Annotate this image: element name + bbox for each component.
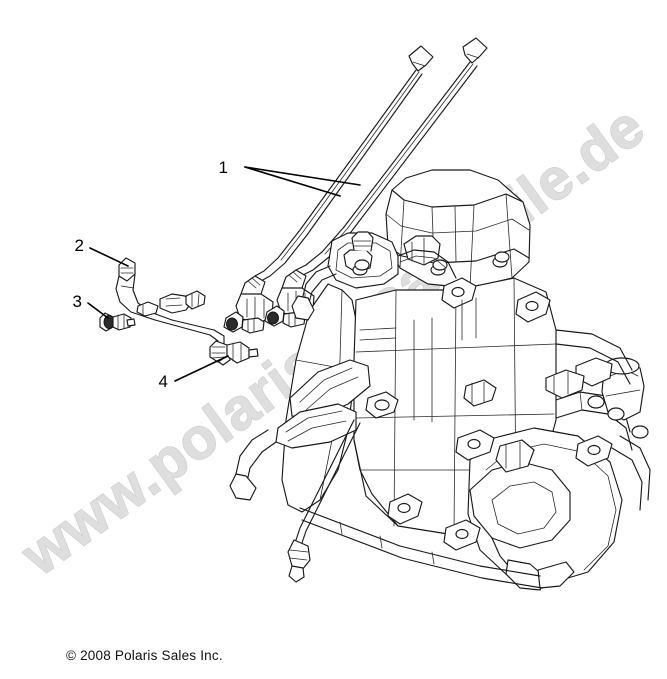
callout-1-group[interactable]: 1 bbox=[219, 158, 361, 197]
fuel-line-left bbox=[223, 45, 434, 334]
callout-2-group[interactable]: 2 bbox=[75, 236, 129, 267]
callout-3-group[interactable]: 3 bbox=[73, 292, 109, 319]
callout-4-label: 4 bbox=[159, 372, 168, 391]
engine-wiring bbox=[291, 249, 457, 321]
cylinder-head-bolts bbox=[352, 251, 510, 276]
engine-cradle bbox=[299, 329, 633, 589]
copyright-notice: © 2008 Polaris Sales Inc. bbox=[66, 648, 223, 663]
callout-2-label: 2 bbox=[75, 236, 84, 255]
mount-lugs bbox=[387, 277, 613, 551]
dipstick-tube bbox=[287, 419, 361, 583]
callout-4-group[interactable]: 4 bbox=[159, 355, 229, 391]
exhaust-pipes bbox=[545, 357, 651, 511]
block-details bbox=[359, 297, 535, 473]
detached-fuel-injector bbox=[209, 340, 259, 364]
callout-3-label: 3 bbox=[73, 292, 82, 311]
fuel-rail-sensor bbox=[99, 312, 136, 332]
callout-1-label: 1 bbox=[219, 158, 228, 177]
intake-manifold bbox=[229, 359, 371, 501]
